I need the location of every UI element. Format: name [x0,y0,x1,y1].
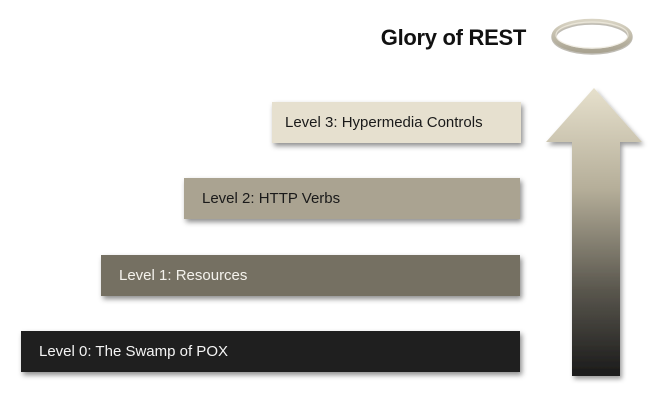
glory-of-rest-title: Glory of REST [380,25,527,50]
level-0-label: Level 0: The Swamp of POX [39,343,228,360]
level-2-label: Level 2: HTTP Verbs [202,190,341,207]
level-0-box: Level 0: The Swamp of POX [21,331,520,372]
level-1-label: Level 1: Resources [119,267,248,284]
level-1-box: Level 1: Resources [101,255,520,296]
level-3-box: Level 3: Hypermedia Controls [272,102,521,143]
level-2-box: Level 2: HTTP Verbs [184,178,520,219]
level-3-label: Level 3: Hypermedia Controls [285,114,483,131]
halo-icon [551,18,633,55]
up-arrow-icon [546,88,642,376]
